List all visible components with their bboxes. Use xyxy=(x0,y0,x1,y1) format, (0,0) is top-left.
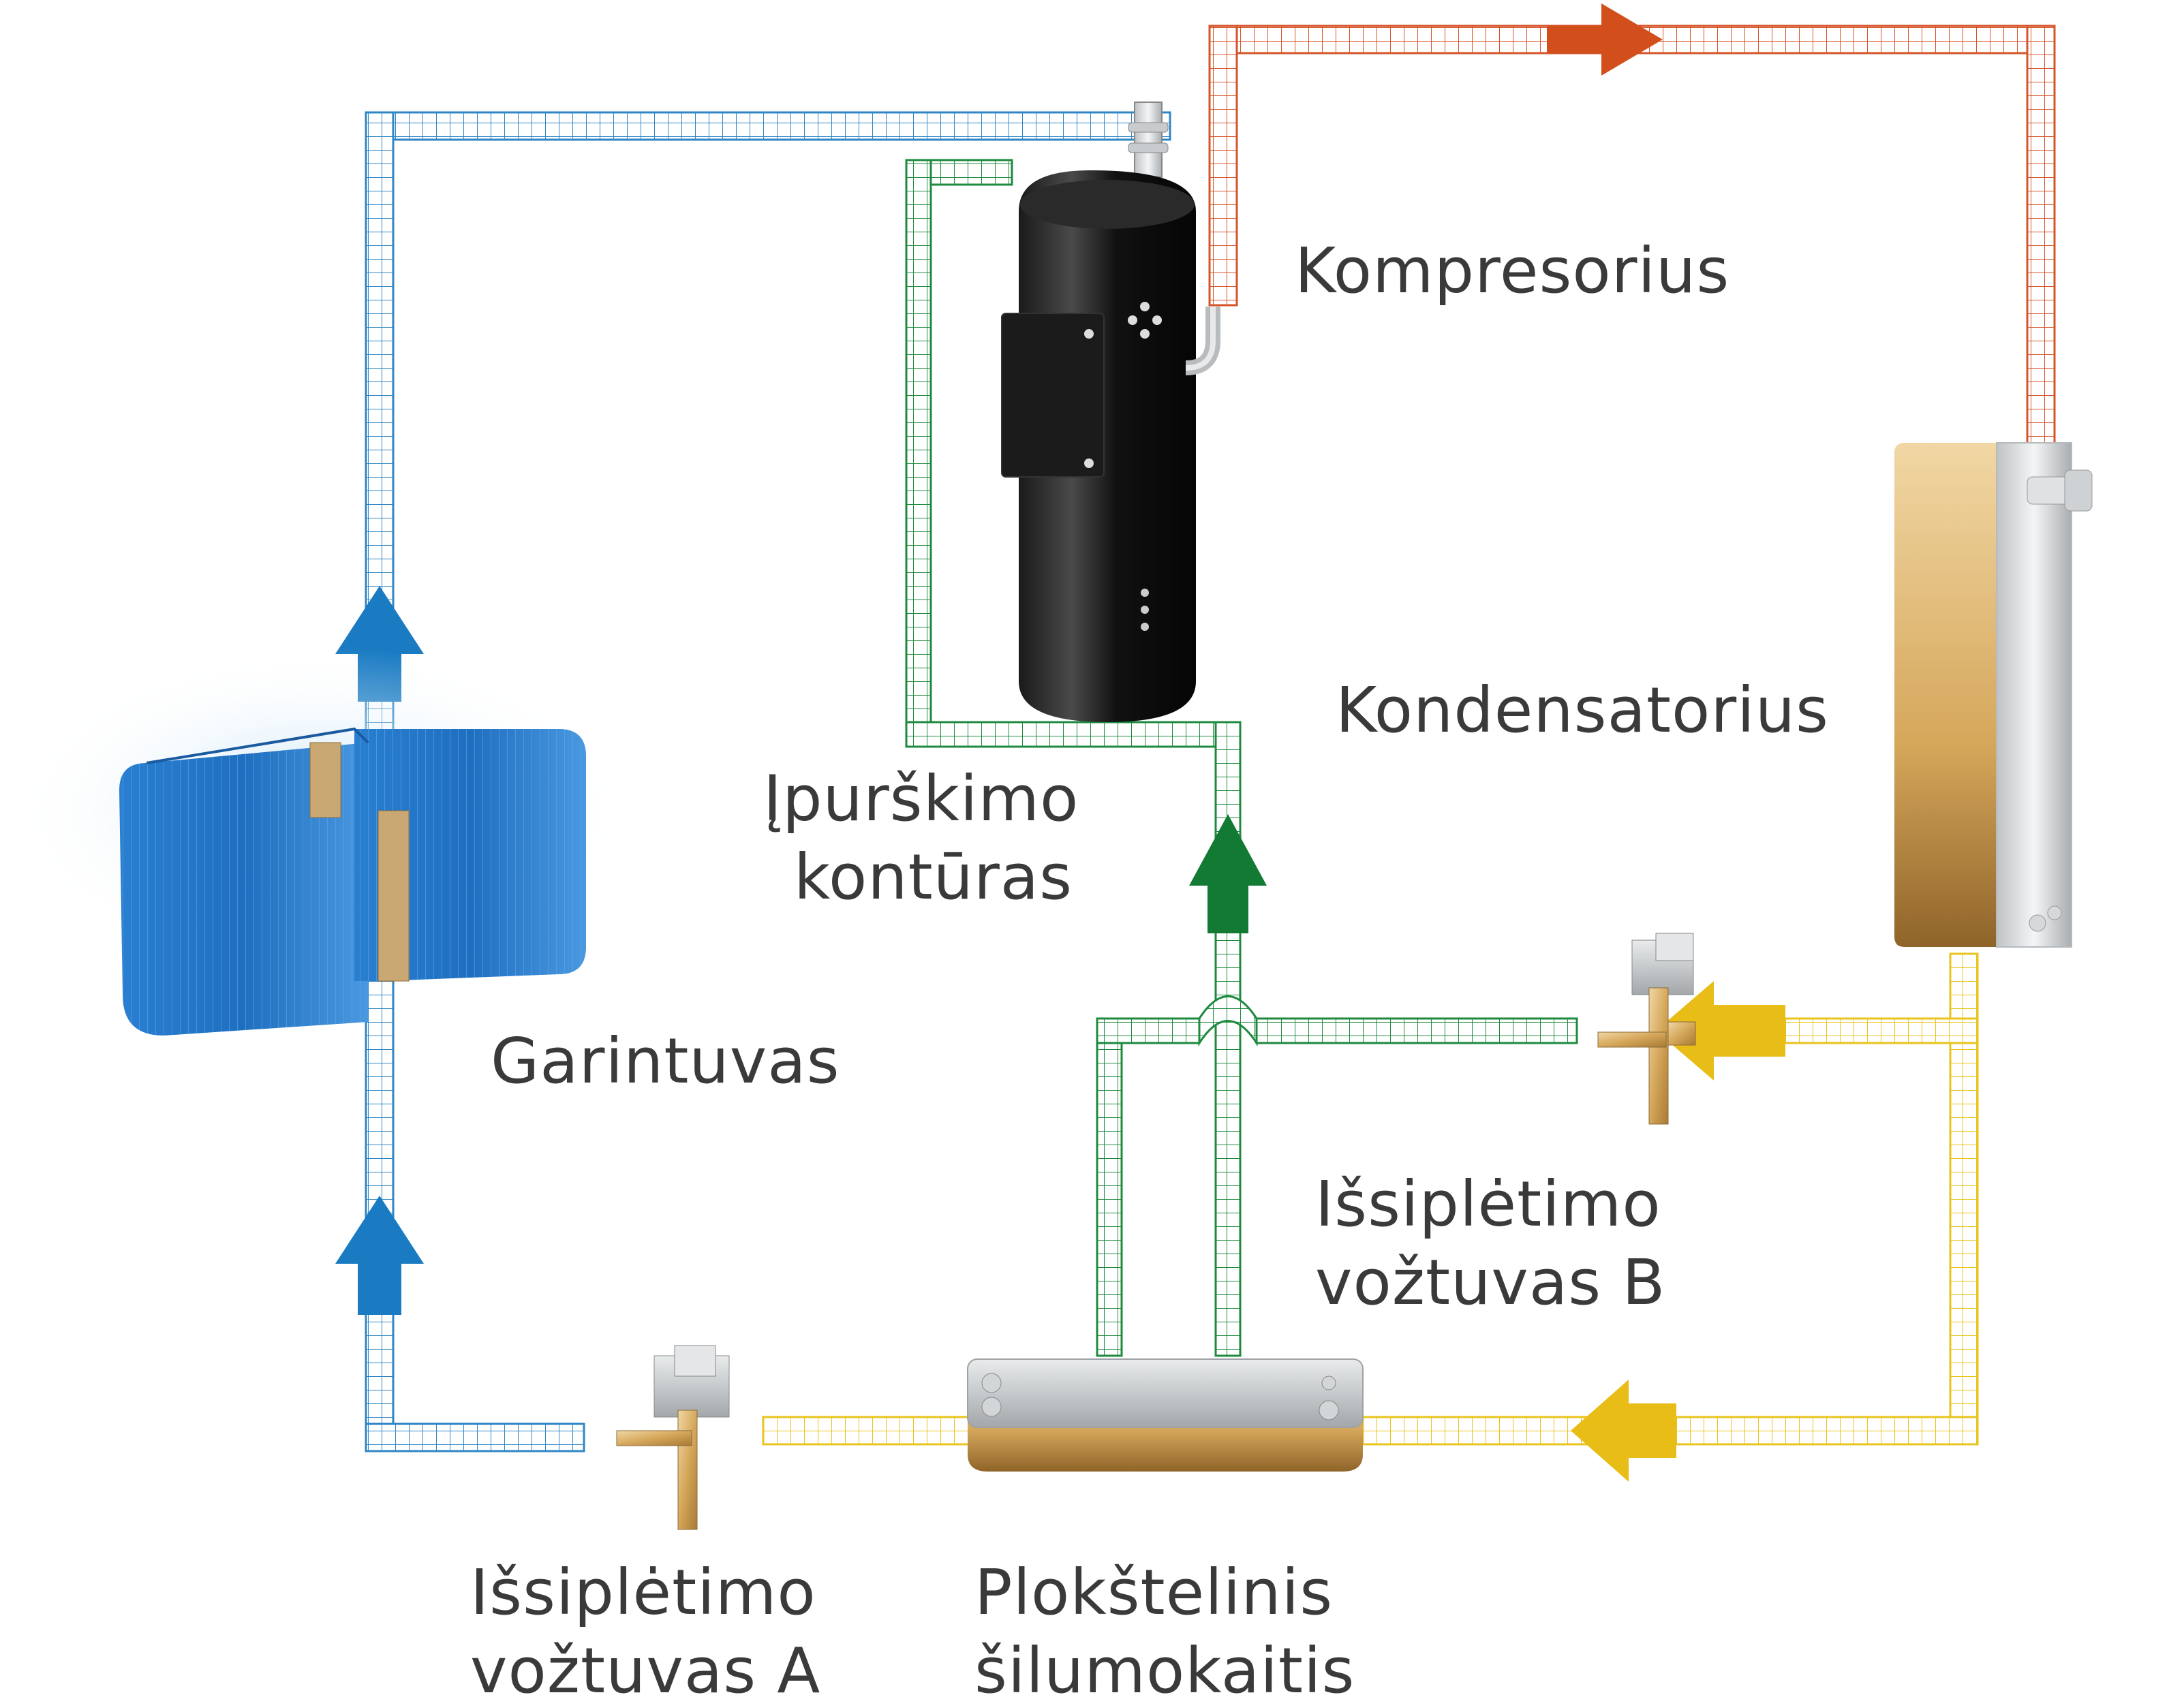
compressor-label: Kompresorius xyxy=(1295,234,1730,307)
condenser xyxy=(1894,442,2093,948)
injection-pipe xyxy=(905,159,1578,1357)
plate-heat-exchanger-label: Plokštelinis šilumokaitis xyxy=(974,1556,1355,1695)
flow-arrow-yellow-upper xyxy=(1656,981,1785,1080)
flow-arrow-blue-lower xyxy=(335,1196,424,1315)
evaporator xyxy=(7,647,634,1036)
flow-arrow-orange xyxy=(1547,3,1663,76)
expansion-valve-a xyxy=(616,1345,730,1530)
injection-circuit-label: Įpurškimo kontūras xyxy=(763,762,1079,914)
evaporator-label: Garintuvas xyxy=(491,1025,840,1098)
flow-arrow-blue-upper xyxy=(335,586,424,702)
flow-arrow-green xyxy=(1189,814,1267,933)
expansion-valve-b xyxy=(1597,933,1696,1125)
compressor xyxy=(1001,102,1220,722)
expansion-valve-a-label: Išsiplėtimo vožtuvas A xyxy=(470,1556,821,1695)
condenser-label: Kondensatorius xyxy=(1336,674,1829,747)
flow-arrow-yellow-lower xyxy=(1571,1380,1676,1482)
plate-heat-exchanger xyxy=(967,1358,1364,1472)
expansion-valve-b-label: Išsiplėtimo vožtuvas B xyxy=(1315,1168,1666,1319)
